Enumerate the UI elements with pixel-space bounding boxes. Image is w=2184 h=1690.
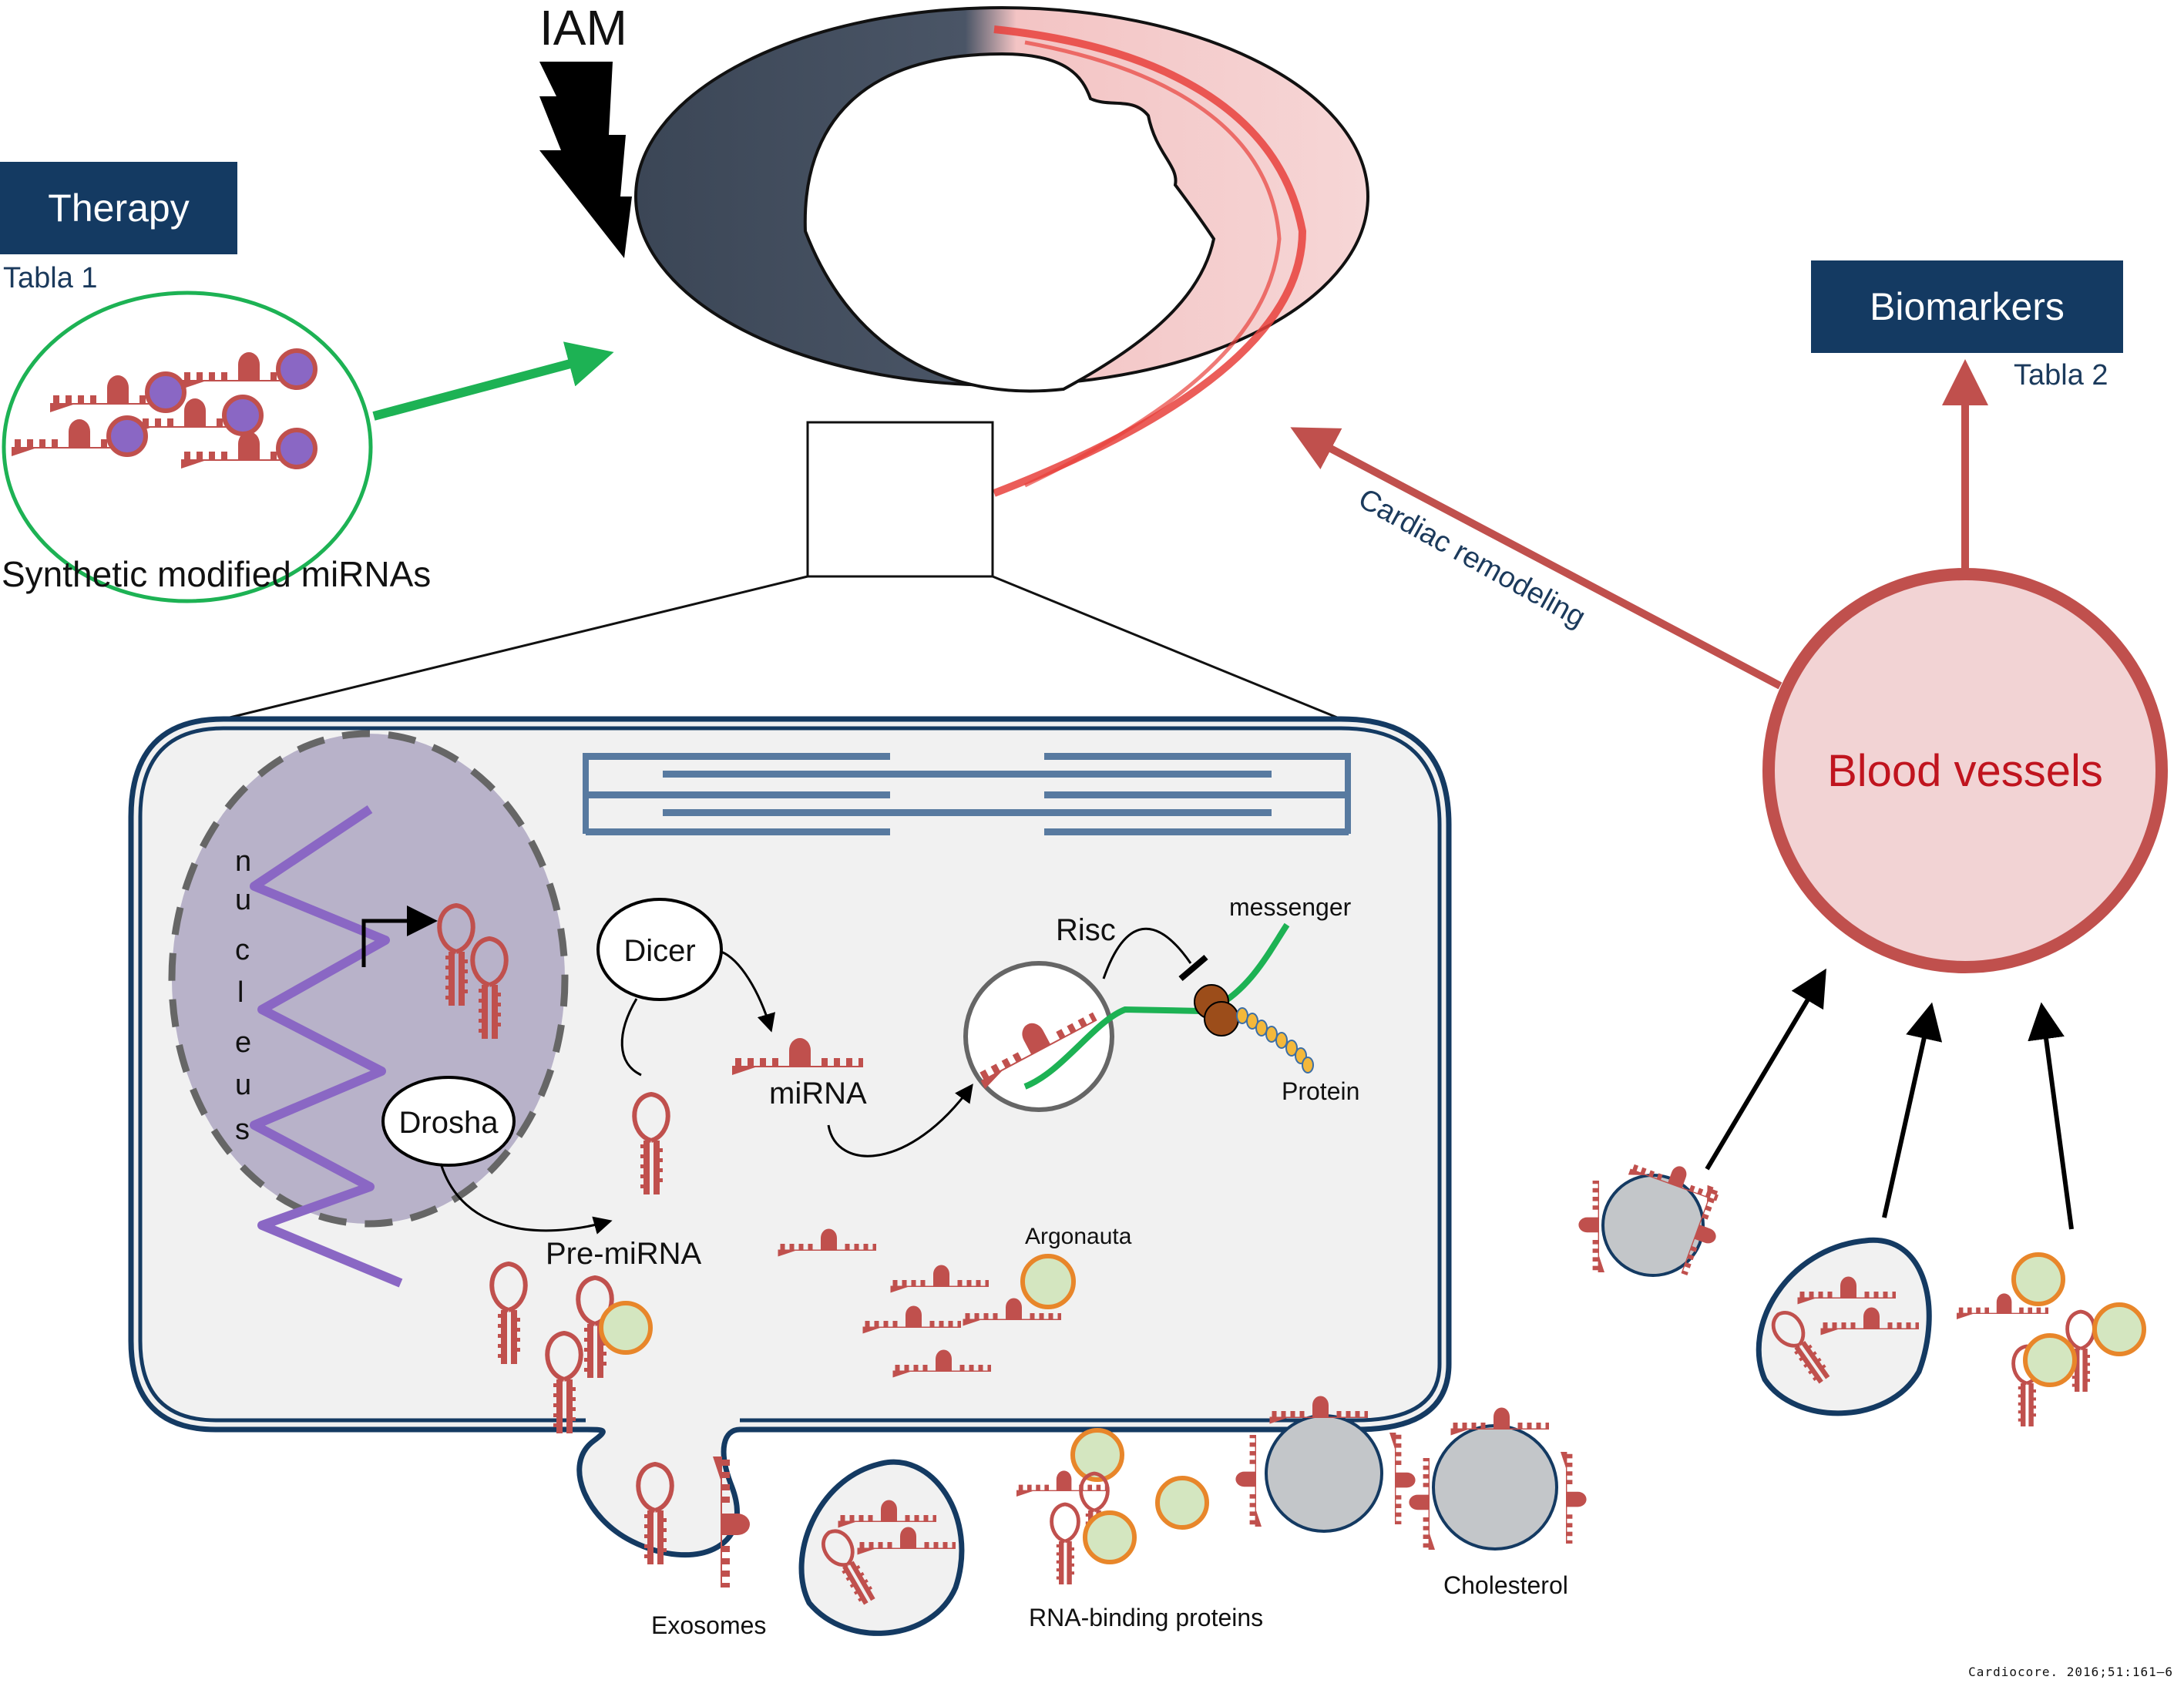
exosomes-label: Exosomes bbox=[651, 1611, 766, 1639]
circulating-rna-binding-proteins bbox=[1957, 1252, 2146, 1426]
svg-text:e: e bbox=[235, 1026, 251, 1059]
dicer-arrow bbox=[721, 950, 775, 1033]
svg-text:u: u bbox=[235, 884, 251, 916]
drosha-arrow bbox=[439, 1163, 613, 1235]
risc-label: Risc bbox=[1056, 913, 1116, 947]
inhibition-bar bbox=[1178, 954, 1208, 982]
lipoprotein-1 bbox=[1235, 1396, 1416, 1533]
circulating-lipoprotein bbox=[1578, 1150, 1732, 1281]
therapy-box: Therapy bbox=[0, 162, 237, 254]
cholesterol-label: Cholesterol bbox=[1443, 1571, 1568, 1599]
rna-binding-proteins-group bbox=[1016, 1428, 1209, 1584]
dicer-label: Dicer bbox=[623, 934, 695, 968]
iam-label: IAM bbox=[539, 0, 627, 55]
svg-text:n: n bbox=[235, 845, 251, 878]
blood-vessels-label: Blood vessels bbox=[1827, 746, 2103, 796]
protein-chain bbox=[1236, 1007, 1314, 1073]
carrier-arrow-1 bbox=[1705, 968, 1826, 1171]
transcription-arrow bbox=[361, 905, 438, 967]
circulating-exosome bbox=[1756, 1237, 1932, 1416]
therapy-arrow bbox=[372, 341, 614, 421]
zoom-box bbox=[806, 421, 994, 578]
carrier-arrow-3 bbox=[2028, 1002, 2074, 1230]
mirna-to-risc-arrow bbox=[827, 1084, 973, 1157]
biomarkers-table-ref[interactable]: Tabla 2 bbox=[2014, 359, 2108, 391]
zoom-line-left bbox=[223, 575, 808, 721]
heart-ring bbox=[634, 6, 1369, 497]
zoom-line-right bbox=[992, 575, 1342, 721]
argonauta-label: Argonauta bbox=[1025, 1224, 1132, 1249]
messenger-rna bbox=[1023, 1006, 1203, 1090]
svg-text:l: l bbox=[237, 976, 244, 1009]
mirna-label: miRNA bbox=[769, 1077, 867, 1110]
inhibition-arc bbox=[1102, 927, 1192, 979]
svg-text:s: s bbox=[235, 1114, 250, 1146]
cardiac-remodeling-label: Cardiac remodeling bbox=[1353, 482, 1591, 633]
drosha-node bbox=[381, 1076, 516, 1167]
pre-mirna-label: Pre-miRNA bbox=[546, 1237, 702, 1271]
drosha-label: Drosha bbox=[399, 1106, 499, 1140]
dna-helix bbox=[250, 805, 403, 1288]
therapy-table-ref[interactable]: Tabla 1 bbox=[3, 262, 98, 294]
protein-label: Protein bbox=[1282, 1077, 1359, 1105]
synthetic-mirna-group bbox=[12, 348, 318, 469]
rna-binding-proteins-label: RNA-binding proteins bbox=[1029, 1604, 1263, 1631]
lipoprotein-2 bbox=[1409, 1407, 1587, 1551]
nucleus-letters: n u c l e u s bbox=[235, 845, 251, 1146]
sarcomere bbox=[583, 753, 1351, 835]
therapy-label: Therapy bbox=[48, 186, 190, 230]
messenger-label: messenger bbox=[1229, 893, 1352, 921]
cardiac-remodeling-arrow bbox=[1290, 427, 1782, 690]
argonauta-protein bbox=[1020, 1254, 1076, 1309]
therapy-caption: Synthetic modified miRNAs bbox=[2, 554, 432, 594]
biomarkers-box: Biomarkers bbox=[1811, 260, 2123, 353]
ribosome-large bbox=[1204, 1001, 1239, 1037]
svg-text:u: u bbox=[235, 1069, 251, 1101]
lightning-icon bbox=[539, 62, 632, 258]
carrier-arrow-2 bbox=[1882, 1002, 1943, 1218]
dicer-link bbox=[620, 998, 642, 1077]
svg-text:c: c bbox=[235, 934, 250, 966]
citation: Cardiocore. 2016;51:161–6 bbox=[1968, 1665, 2173, 1679]
dicer-node bbox=[596, 898, 723, 1001]
biomarkers-label: Biomarkers bbox=[1870, 285, 2065, 328]
